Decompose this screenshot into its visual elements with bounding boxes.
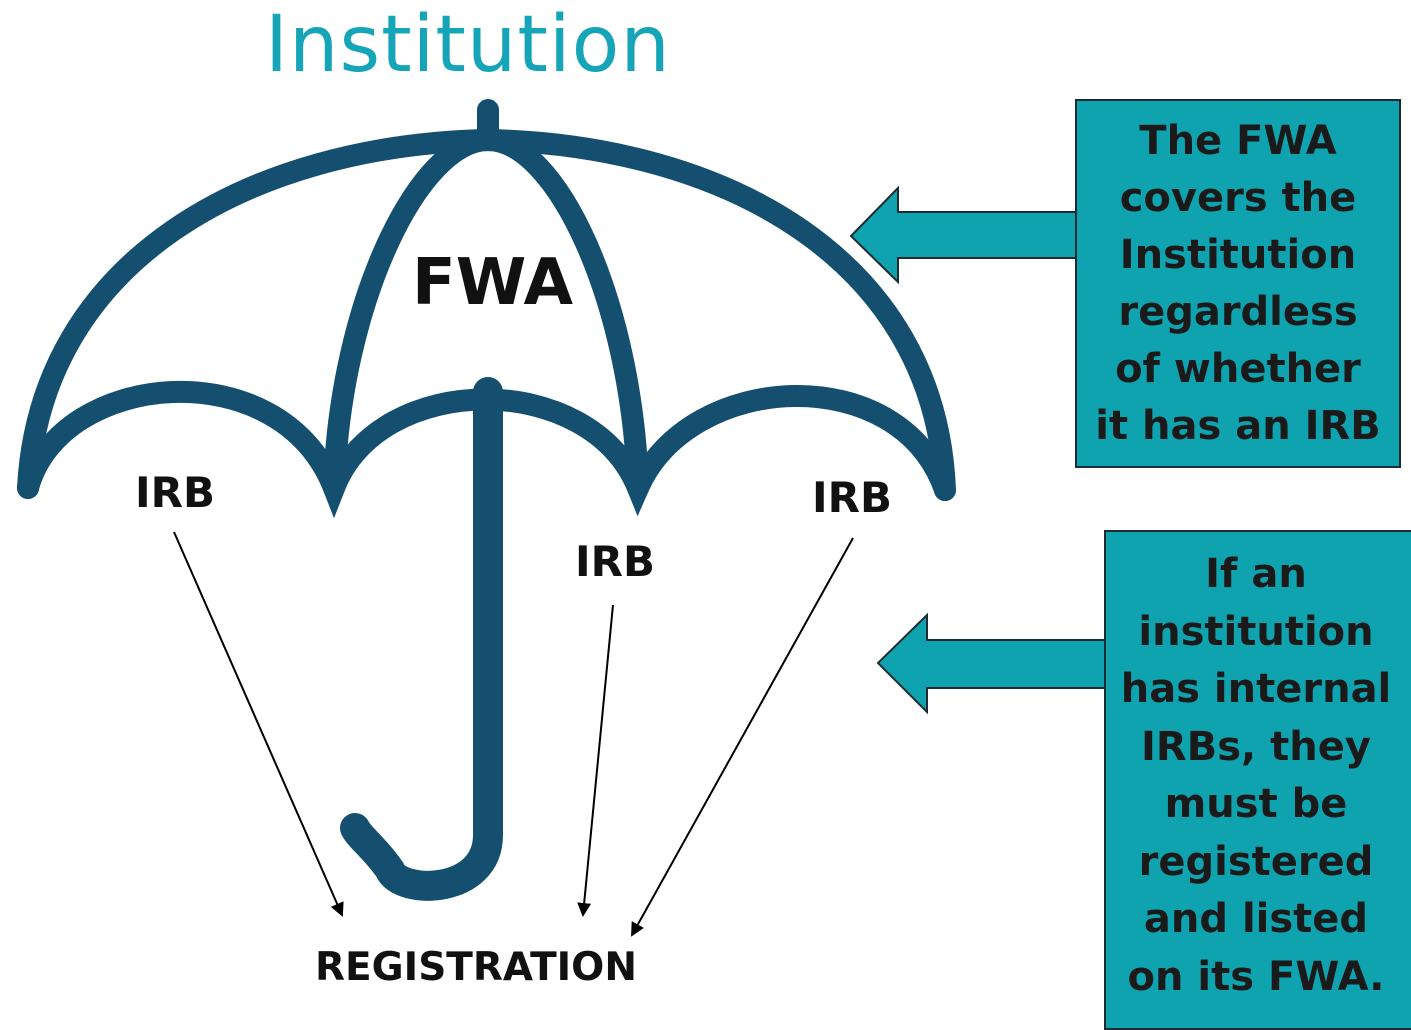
irb-label-right: IRB — [812, 473, 892, 522]
irb-right-to-registration-arrow — [631, 537, 854, 937]
callout-line: covers the — [1119, 175, 1357, 221]
callout-text-block: If an institution has internal IRBs, the… — [1106, 546, 1406, 1006]
callout-line: IRBs, they — [1141, 723, 1371, 770]
registration-label: REGISTRATION — [315, 945, 637, 990]
callout-line: Institution — [1119, 232, 1357, 278]
callout-fwa-coverage: The FWA covers the Institution regardles… — [1075, 99, 1401, 468]
callout-line: has internal — [1120, 666, 1392, 712]
callout-irb-registration: If an institution has internal IRBs, the… — [1104, 530, 1411, 1030]
callout-line: of whether — [1115, 346, 1361, 392]
irb-label-middle: IRB — [575, 537, 655, 586]
irb-middle-to-registration-arrow — [577, 604, 614, 917]
umbrella-rib-left — [323, 129, 499, 499]
irb-label-left: IRB — [135, 468, 215, 517]
callout-arrow-bottom — [876, 612, 1107, 715]
irb-left-to-registration-arrow — [173, 531, 344, 917]
callout-line: If an — [1205, 551, 1307, 597]
fwa-label: FWA — [412, 246, 573, 320]
page-title: Institution — [265, 0, 671, 90]
callout-line: The FWA — [1139, 118, 1337, 164]
callout-line: institution — [1138, 608, 1374, 655]
callout-line: must be — [1164, 781, 1348, 827]
umbrella-shaft — [340, 377, 503, 901]
callout-arrow-top — [849, 185, 1079, 285]
callout-line: and listed — [1143, 896, 1369, 942]
callout-line: it has an IRB — [1095, 403, 1381, 449]
callout-line: on its FWA. — [1127, 953, 1385, 1000]
callout-line: registered — [1138, 838, 1374, 885]
umbrella-rib-right — [477, 129, 649, 499]
callout-line: regardless — [1118, 289, 1358, 335]
